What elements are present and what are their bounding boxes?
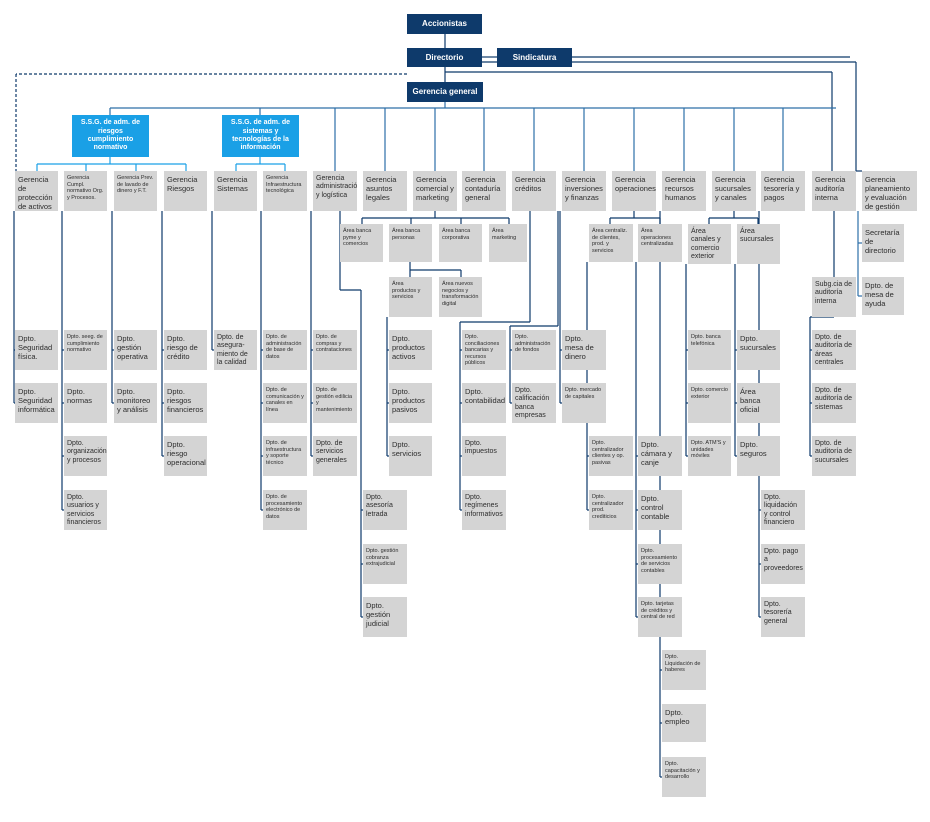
node-dpto-atms[interactable]: Dpto. ATM'S y unidades móviles [688, 436, 731, 476]
node-gerencia-sistemas[interactable]: Gerencia Sistemas [214, 171, 257, 211]
node-area-pyme[interactable]: Área banca pyme y comercios [340, 224, 383, 262]
node-dpto-tarjetas[interactable]: Dpto. tarjetas de créditos y central de … [638, 597, 682, 637]
node-dpto-base-datos[interactable]: Dpto. de administración de base de datos [263, 330, 307, 370]
node-dpto-conciliaciones[interactable]: Dpto. conciliaciones bancarias y recurso… [462, 330, 506, 370]
node-dpto-asesoria[interactable]: Dpto. asesoría letrada [363, 490, 407, 530]
node-dpto-aud-sistemas[interactable]: Dpto. de auditoría de sistemas [812, 383, 856, 423]
node-dpto-infra-soporte[interactable]: Dpto. de infraestructura y soporte técni… [263, 436, 307, 476]
node-dpto-comercio-ext[interactable]: Dpto. comercio exterior [688, 383, 731, 423]
node-gerencia-rrhh[interactable]: Gerencia recursos humanos [662, 171, 706, 211]
node-dpto-aud-sucursales[interactable]: Dpto. de auditoría de sucursales [812, 436, 856, 476]
node-gerencia-legales[interactable]: Gerencia asuntos legales [363, 171, 407, 211]
node-area-canales[interactable]: Área canales y comercio exterior [688, 224, 731, 264]
node-dpto-empleo[interactable]: Dpto. empleo [662, 704, 706, 742]
node-dpto-edilicia[interactable]: Dpto. de gestión edilicia y mantenimient… [313, 383, 357, 423]
node-dpto-adm-fondos[interactable]: Dpto. administración de fondos [512, 330, 556, 370]
node-area-personas[interactable]: Área banca personas [389, 224, 432, 262]
node-dpto-gestion-op[interactable]: Dpto. gestión operativa [114, 330, 157, 370]
node-gerencia-inversiones[interactable]: Gerencia inversiones y finanzas [562, 171, 606, 211]
node-area-operaciones[interactable]: Área operaciones centralizadas [638, 224, 682, 262]
node-dpto-aud-centrales[interactable]: Dpto. de auditoría de áreas centrales [812, 330, 856, 370]
node-dpto-mesa-dinero[interactable]: Dpto. mesa de dinero [562, 330, 606, 370]
node-dpto-monitoreo[interactable]: Dpto. monitoreo y análisis [114, 383, 157, 423]
node-dpto-riesgos-fin[interactable]: Dpto. riesgos financieros [164, 383, 207, 423]
node-gerencia-general[interactable]: Gerencia general [407, 82, 483, 102]
node-dpto-banca-oficial[interactable]: Área banca oficial [737, 383, 780, 423]
node-dpto-centr-clientes[interactable]: Dpto. centralizador clientes y op. pasiv… [589, 436, 633, 476]
node-gerencia-comercial[interactable]: Gerencia comercial y marketing [413, 171, 457, 211]
node-dpto-procesamiento[interactable]: Dpto. de procesamiento electrónico de da… [263, 490, 307, 530]
node-subg-auditoria[interactable]: Subg.cia de auditoría interna [812, 277, 856, 317]
node-directorio[interactable]: Directorio [407, 48, 482, 67]
node-dpto-normas[interactable]: Dpto. normas [64, 383, 107, 423]
node-dpto-calidad[interactable]: Dpto. de asegura-miento de la calidad [214, 330, 257, 370]
node-gerencia-proteccion[interactable]: Gerencia de protección de activos [15, 171, 58, 211]
node-dpto-capacitacion[interactable]: Dpto. capacitación y desarrollo [662, 757, 706, 797]
node-gerencia-creditos[interactable]: Gerencia créditos [512, 171, 556, 211]
node-ssg-sistemas[interactable]: S.S.G. de adm. de sistemas y tecnologías… [222, 115, 299, 157]
node-dpto-impuestos[interactable]: Dpto. impuestos [462, 436, 506, 476]
node-dpto-servicios[interactable]: Dpto. servicios [389, 436, 432, 476]
node-dpto-compras[interactable]: Dpto. de compras y contrataciones [313, 330, 357, 370]
node-dpto-seguros[interactable]: Dpto. seguros [737, 436, 780, 476]
node-dpto-centr-prod[interactable]: Dpto. centralizador prod. crediticios [589, 490, 633, 530]
node-gerencia-planeamiento[interactable]: Gerencia planeamiento y evaluación de ge… [862, 171, 917, 211]
node-ssg-riesgos[interactable]: S.S.G. de adm. de riesgos cumplimiento n… [72, 115, 149, 157]
node-dpto-liquidacion[interactable]: Dpto. liquidación y control financiero [761, 490, 805, 530]
node-dpto-banca-tel[interactable]: Dpto. banca telefónica [688, 330, 731, 370]
node-dpto-sucursales[interactable]: Dpto. sucursales [737, 330, 780, 370]
node-dpto-contabilidad[interactable]: Dpto. contabilidad [462, 383, 506, 423]
node-area-productos[interactable]: Área productos y servicios [389, 277, 432, 317]
node-dpto-seg-cumpl[interactable]: Dpto. seeg. de cumplimiento normativo [64, 330, 107, 370]
node-gerencia-admin[interactable]: Gerencia administración y logística [313, 171, 357, 211]
node-dpto-prod-activos[interactable]: Dpto. productos activos [389, 330, 432, 370]
node-dpto-rrhh-liquid[interactable]: Dpto. Liquidación de haberes [662, 650, 706, 690]
node-gerencia-riesgos[interactable]: Gerencia Riesgos [164, 171, 207, 211]
node-dpto-cobranza[interactable]: Dpto. gestión cobranza extrajudicial [363, 544, 407, 584]
node-area-nuevos[interactable]: Área nuevos negocios y transformación di… [439, 277, 482, 317]
node-dpto-seg-fisica[interactable]: Dpto. Seguridad física. [15, 330, 58, 370]
node-dpto-seg-info[interactable]: Dpto. Seguridad informática [15, 383, 58, 423]
node-dpto-proc-serv[interactable]: Dpto. procesamiento de servicios contabl… [638, 544, 682, 584]
node-dpto-judicial[interactable]: Dpto. gestión judicial [363, 597, 407, 637]
node-area-corporativa[interactable]: Área banca corporativa [439, 224, 482, 262]
node-dpto-control-cont[interactable]: Dpto. control contable [638, 490, 682, 530]
node-dpto-camara[interactable]: Dpto. cámara y canje [638, 436, 682, 476]
node-dpto-mesa-ayuda[interactable]: Dpto. de mesa de ayuda [862, 277, 904, 315]
node-dpto-calificacion[interactable]: Dpto. calificación banca empresas [512, 383, 556, 423]
node-gerencia-contaduria[interactable]: Gerencia contaduría general [462, 171, 506, 211]
node-sindicatura[interactable]: Sindicatura [497, 48, 572, 67]
node-gerencia-prev[interactable]: Gerencia Prev. de lavado de dinero y F.T… [114, 171, 157, 211]
node-gerencia-cumpl[interactable]: Gerencia Cumpl. normativo Org. y Proceso… [64, 171, 107, 211]
node-area-sucursales[interactable]: Área sucursales [737, 224, 780, 264]
node-dpto-riesgo-credito[interactable]: Dpto. riesgo de crédito [164, 330, 207, 370]
node-dpto-tesoreria[interactable]: Dpto. tesorería general [761, 597, 805, 637]
node-dpto-comunicacion[interactable]: Dpto. de comunicación y canales en línea [263, 383, 307, 423]
node-accionistas[interactable]: Accionistas [407, 14, 482, 34]
node-gerencia-tesoreria[interactable]: Gerencia tesorería y pagos [761, 171, 805, 211]
node-dpto-riesgo-op[interactable]: Dpto. riesgo operacional [164, 436, 207, 476]
node-dpto-pago-prov[interactable]: Dpto. pago a proveedores [761, 544, 805, 584]
node-gerencia-auditoria[interactable]: Gerencia auditoría interna [812, 171, 856, 211]
node-dpto-mercado-cap[interactable]: Dpto. mercado de capitales [562, 383, 606, 423]
node-gerencia-sucursales[interactable]: Gerencia sucursales y canales [712, 171, 756, 211]
node-area-marketing[interactable]: Área marketing [489, 224, 527, 262]
node-dpto-regimenes[interactable]: Dpto. regímenes informativos [462, 490, 506, 530]
node-dpto-serv-generales[interactable]: Dpto. de servicios generales [313, 436, 357, 476]
node-dpto-org[interactable]: Dpto. organización y procesos [64, 436, 107, 476]
node-dpto-prod-pasivos[interactable]: Dpto. productos pasivos [389, 383, 432, 423]
node-dpto-usuarios[interactable]: Dpto. usuarios y servicios financieros [64, 490, 107, 530]
node-secretaria-directorio[interactable]: Secretaría de directorio [862, 224, 904, 262]
node-area-centraliz[interactable]: Área centraliz. de clientes, prod. y ser… [589, 224, 633, 262]
node-gerencia-operaciones[interactable]: Gerencia operaciones [612, 171, 656, 211]
node-gerencia-infra[interactable]: Gerencia Infraestructura tecnológica [263, 171, 307, 211]
